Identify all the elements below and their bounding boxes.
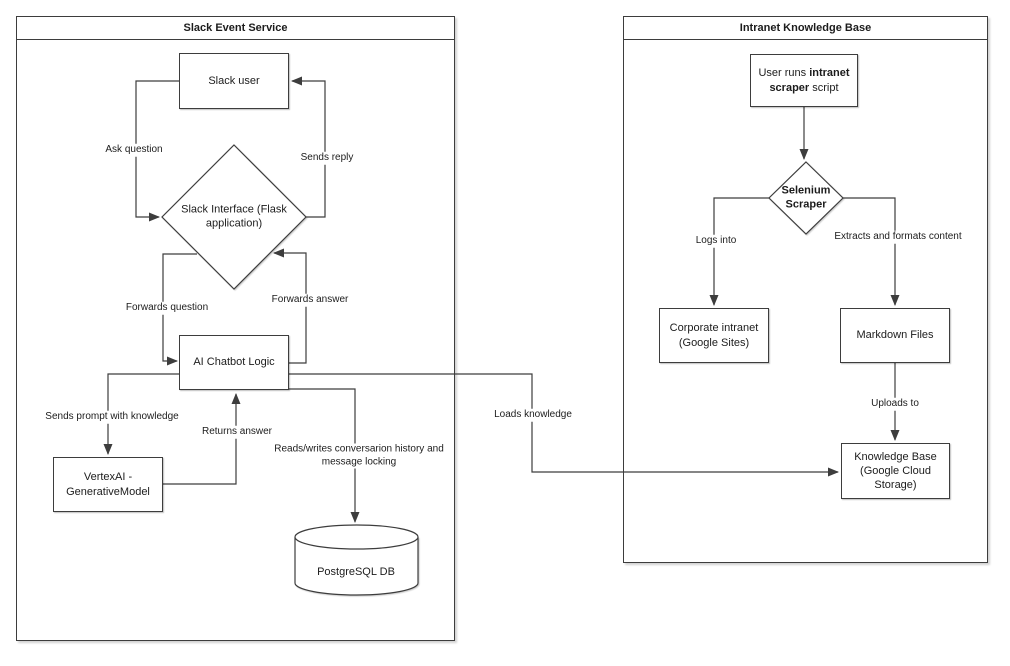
edge-label-uploads-to: Uploads to — [869, 397, 921, 411]
edge-logs-into — [709, 197, 769, 306]
edge-label-logs-into: Logs into — [693, 234, 739, 248]
node-user-runs-script-label: User runs intranet scraper script — [758, 67, 850, 94]
node-markdown-files-label: Markdown Files — [856, 329, 934, 342]
edge-label-reads-writes: Reads/writes conversarion history and me… — [269, 443, 449, 469]
diamond-selenium-scraper — [768, 161, 844, 235]
edge-extracts-formats — [843, 197, 900, 306]
diamond-slack-interface — [161, 144, 307, 290]
edge-loads-knowledge — [289, 373, 839, 477]
container-title-slack-event-service: Slack Event Service — [17, 17, 454, 40]
node-slack-user-label: Slack user — [208, 74, 260, 87]
container-slack-event-service: Slack Event Service — [16, 16, 455, 641]
container-title-intranet-knowledge-base: Intranet Knowledge Base — [624, 17, 987, 40]
node-vertexai: VertexAI - GenerativeModel — [53, 457, 163, 512]
edge-label-sends-prompt: Sends prompt with knowledge — [43, 410, 181, 424]
node-ai-chatbot-logic-label: AI Chatbot Logic — [193, 356, 275, 369]
edge-reads-writes — [289, 388, 360, 523]
node-postgres-label: PostgreSQL DB — [317, 565, 395, 578]
node-markdown-files: Markdown Files — [840, 308, 950, 363]
node-ai-chatbot-logic: AI Chatbot Logic — [179, 335, 289, 390]
edge-returns-answer — [163, 393, 241, 485]
container-intranet-knowledge-base: Intranet Knowledge Base — [623, 16, 988, 563]
node-corporate-intranet: Corporate intranet (Google Sites) — [659, 308, 769, 363]
edge-label-ask-question: Ask question — [103, 143, 165, 157]
edge-label-extracts-formats: Extracts and formats content — [832, 230, 964, 244]
edge-label-sends-reply: Sends reply — [298, 151, 356, 165]
edge-forwards-answer — [273, 248, 307, 364]
node-slack-user: Slack user — [179, 53, 289, 109]
node-user-runs-script: User runs intranet scraper script — [750, 54, 858, 107]
node-knowledge-base: Knowledge Base (Google Cloud Storage) — [841, 443, 950, 499]
node-vertexai-label: VertexAI - GenerativeModel — [66, 471, 150, 498]
edge-label-forwards-question: Forwards question — [123, 301, 211, 315]
cylinder-postgres-top — [294, 524, 419, 550]
edge-label-returns-answer: Returns answer — [199, 425, 275, 439]
edge-label-forwards-answer: Forwards answer — [269, 293, 351, 307]
node-knowledge-base-label: Knowledge Base (Google Cloud Storage) — [854, 450, 937, 492]
edge-sends-prompt — [103, 373, 179, 455]
node-corporate-intranet-label: Corporate intranet (Google Sites) — [669, 322, 759, 349]
edge-sends-reply — [291, 76, 326, 218]
node-slack-interface-label: Slack Interface (Flask application) — [181, 203, 287, 230]
cylinder-postgres-body — [294, 537, 419, 596]
node-selenium-scraper-label: Selenium Scraper — [781, 184, 831, 211]
edge-label-loads-knowledge: Loads knowledge — [492, 408, 574, 422]
